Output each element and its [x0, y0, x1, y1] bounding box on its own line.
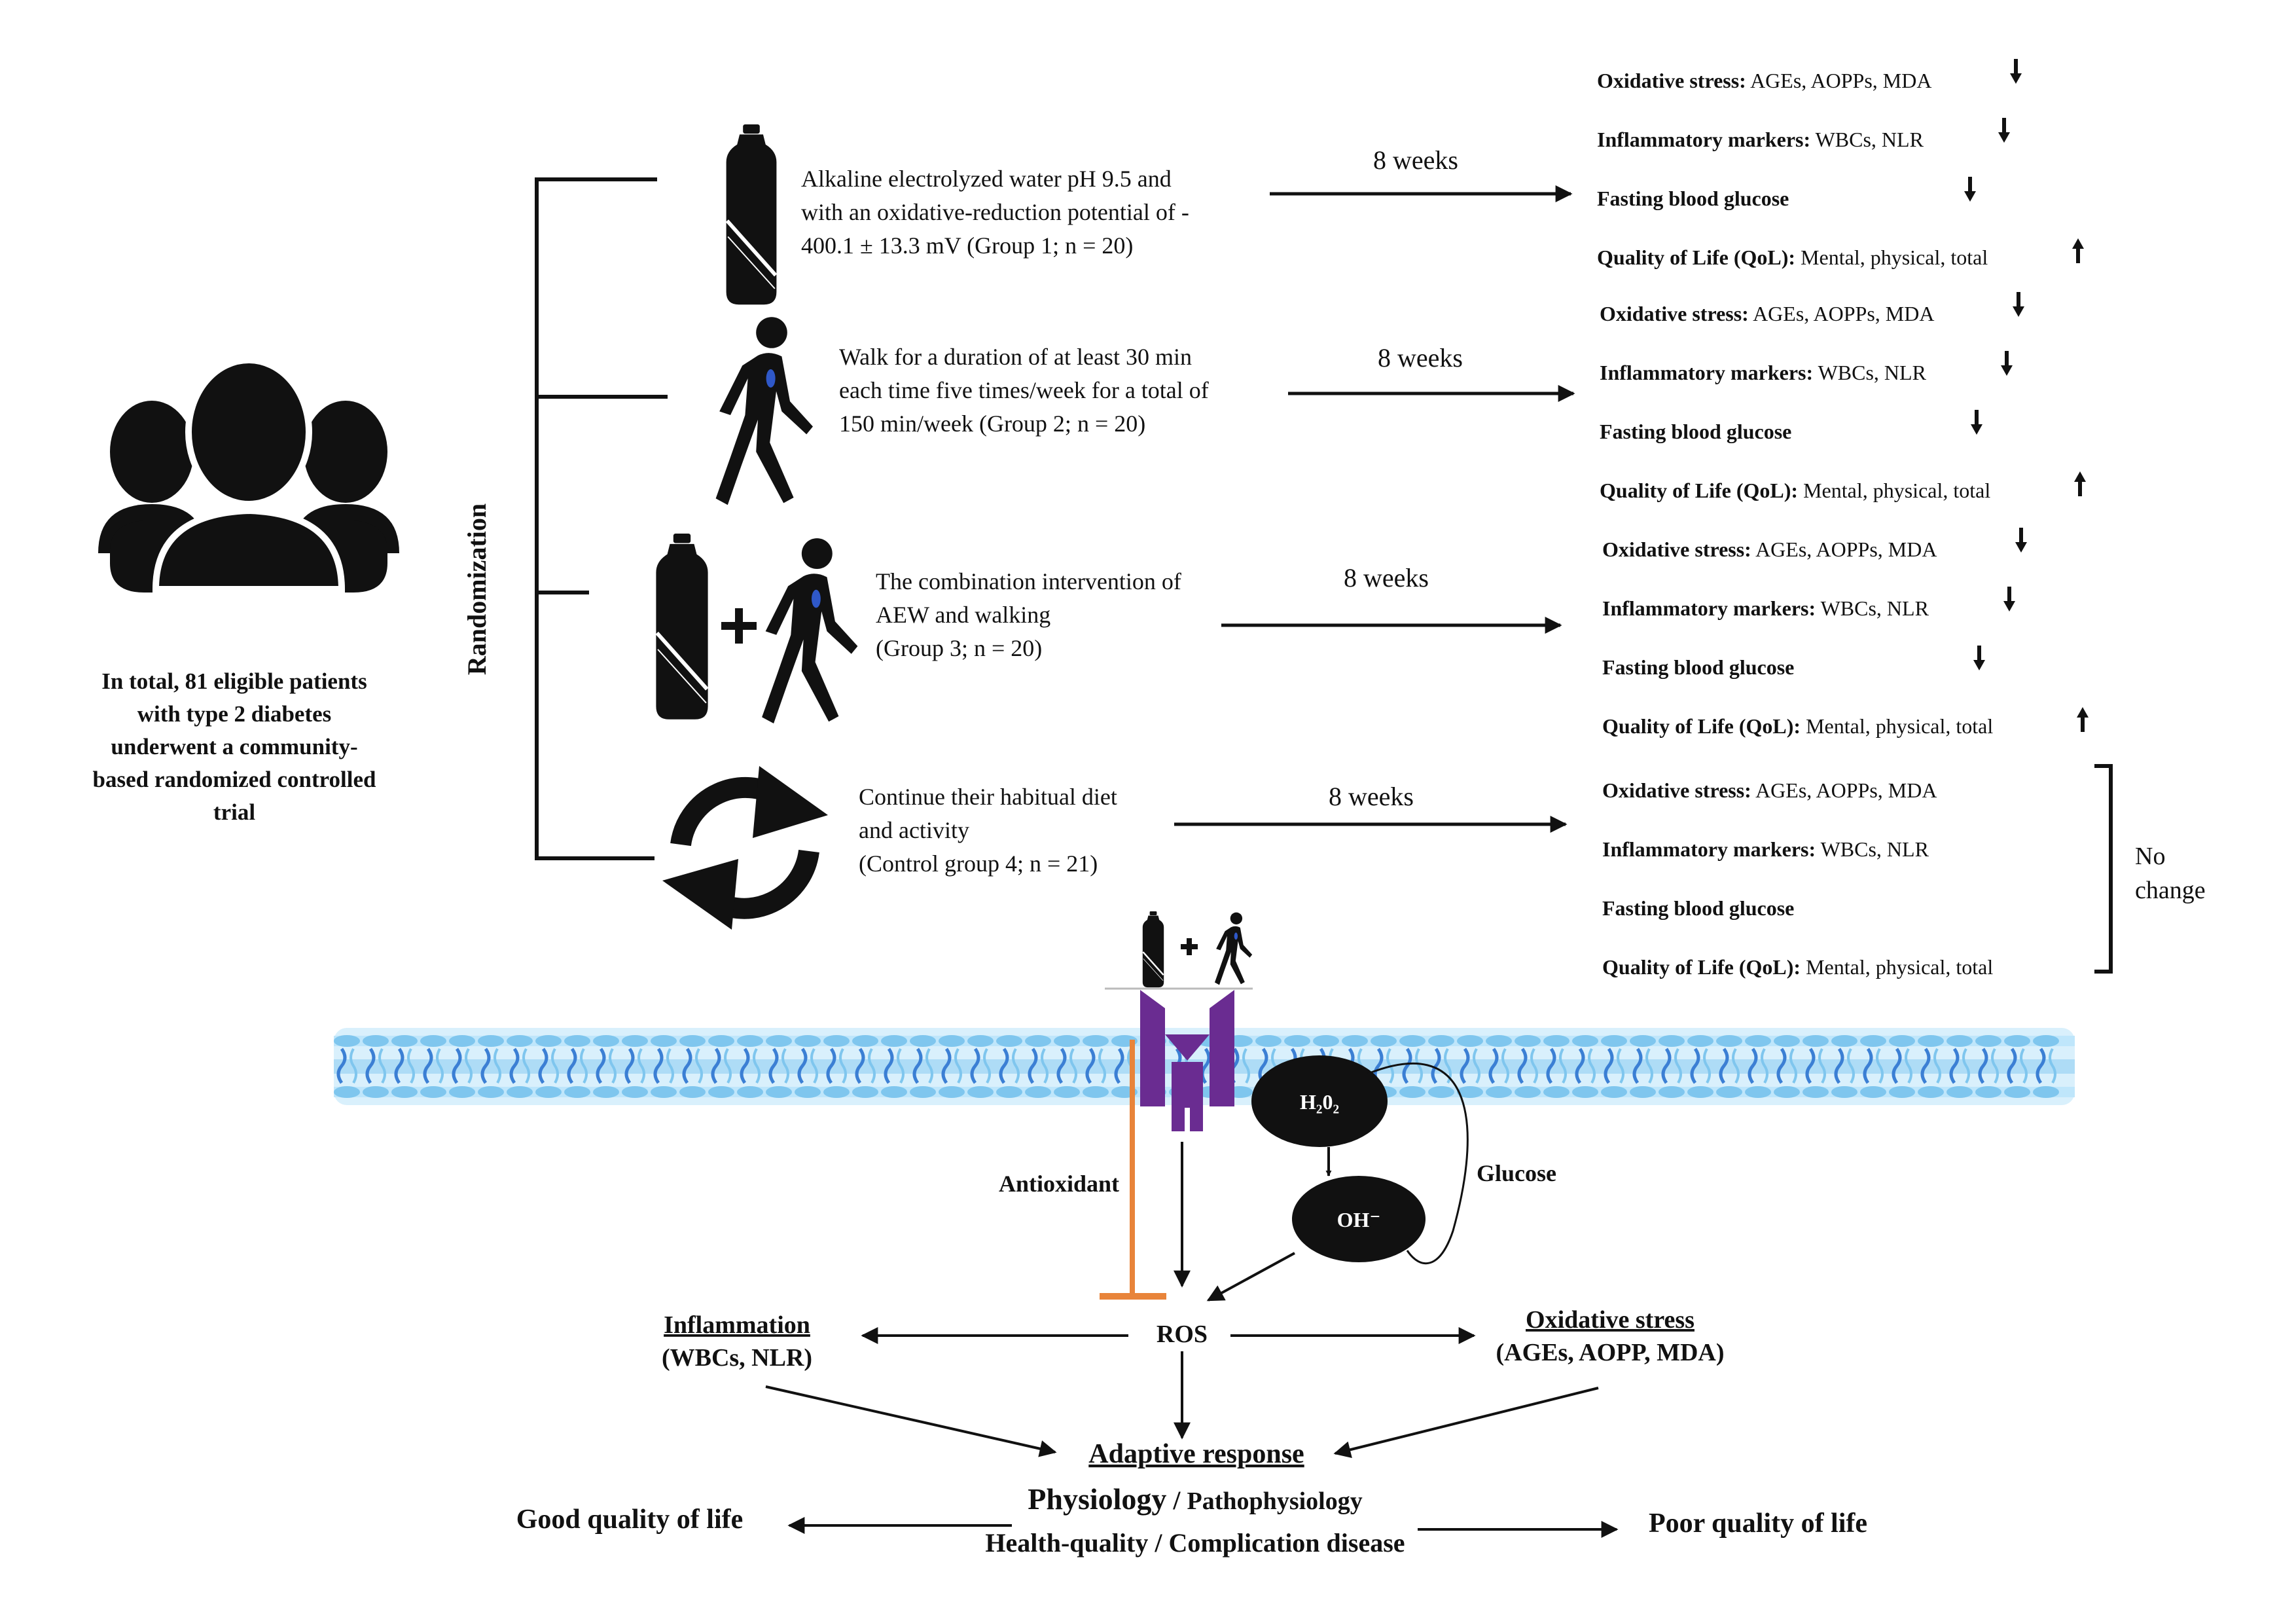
group-4-outcome-fasting-glucose: Fasting blood glucose [1602, 896, 1794, 920]
group-4-description: Continue their habitual diet and activit… [859, 784, 1117, 877]
oh-to-ros-arrow [1206, 1252, 1295, 1302]
group-3-outcome-fasting-glucose: Fasting blood glucose [1602, 655, 1794, 679]
svg-text:(Control group 4; n = 21): (Control group 4; n = 21) [859, 850, 1098, 877]
cycle-arrows-icon [662, 766, 828, 930]
decrease-arrow-icon [1973, 646, 1985, 670]
svg-text:400.1 ± 13.3 mV (Group 1; n =: 400.1 ± 13.3 mV (Group 1; n = 20) [801, 232, 1133, 259]
group-1-description: Alkaline electrolyzed water pH 9.5 and w… [801, 166, 1189, 259]
hydroxide-node [1292, 1176, 1426, 1262]
adaptive-response-label: Adaptive response [1088, 1439, 1304, 1469]
svg-text:AEW and walking: AEW and walking [876, 602, 1050, 628]
decrease-arrow-icon [2003, 587, 2015, 611]
population-line-5: trial [213, 799, 255, 825]
group-1-outcome-oxidative-stress: Oxidative stress: AGEs, AOPPs, MDA [1597, 69, 1931, 92]
inflammation-label: Inflammation [664, 1311, 810, 1339]
group-2-outcome-fasting-glucose: Fasting blood glucose [1600, 420, 1791, 443]
water-bottle-icon [726, 124, 777, 304]
svg-text:change: change [2135, 877, 2206, 904]
group-2-description: Walk for a duration of at least 30 min e… [839, 344, 1209, 437]
oxidative-to-adaptive-arrow [1333, 1387, 1599, 1458]
group-2-outcome-quality-of-life: Quality of Life (QoL): Mental, physical,… [1600, 479, 1990, 502]
inflammation-sub: (WBCs, NLR) [662, 1344, 812, 1372]
group-1-outcome-inflammatory-markers: Inflammatory markers: WBCs, NLR [1597, 128, 1924, 151]
decrease-arrow-icon [2015, 528, 2027, 553]
group-3-outcome-quality-of-life: Quality of Life (QoL): Mental, physical,… [1602, 714, 1993, 738]
svg-text:(Group 3; n = 20): (Group 3; n = 20) [876, 635, 1042, 661]
ros-label: ROS [1157, 1321, 1208, 1348]
poor-quality-of-life-label: Poor quality of life [1649, 1508, 1867, 1539]
antioxidant-inhibition: Antioxidant [999, 1040, 1166, 1300]
duration-arrow-group-1: 8 weeks [1270, 145, 1573, 202]
decrease-arrow-icon [2001, 351, 2013, 376]
group-4-outcome-oxidative-stress: Oxidative stress: AGEs, AOPPs, MDA [1602, 778, 1937, 802]
svg-text:Alkaline electrolyzed water pH: Alkaline electrolyzed water pH 9.5 and [801, 166, 1172, 192]
svg-text:The combination intervention o: The combination intervention of [876, 568, 1181, 594]
svg-text:No: No [2135, 843, 2165, 870]
outcomes-group-2: Oxidative stress: AGEs, AOPPs, MDA Inflam… [1600, 292, 2086, 502]
no-change-bracket: No change [2094, 764, 2206, 974]
population-line-3: underwent a community- [111, 734, 357, 759]
group-2-outcome-oxidative-stress: Oxidative stress: AGEs, AOPPs, MDA [1600, 302, 1934, 325]
svg-text:Antioxidant: Antioxidant [999, 1171, 1119, 1197]
patients-group-icon [98, 357, 399, 593]
svg-text:and activity: and activity [859, 817, 969, 843]
decrease-arrow-icon [1964, 177, 1976, 202]
outcomes-group-1: Oxidative stress: AGEs, AOPPs, MDA Inflam… [1597, 59, 2084, 269]
h2o2-label: H₂0₂ [1300, 1090, 1339, 1114]
group-4-outcome-quality-of-life: Quality of Life (QoL): Mental, physical,… [1602, 955, 1993, 979]
svg-text:8 weeks: 8 weeks [1378, 343, 1463, 373]
inflammation-to-adaptive-arrow [765, 1385, 1057, 1457]
svg-text:8 weeks: 8 weeks [1344, 563, 1429, 593]
group-3-description: The combination intervention of AEW and … [876, 568, 1181, 661]
group-3-outcome-oxidative-stress: Oxidative stress: AGEs, AOPPs, MDA [1602, 538, 1937, 561]
membrane-receptor [1140, 990, 1234, 1131]
decrease-arrow-icon [2013, 292, 2024, 317]
decrease-arrow-icon [1971, 410, 1982, 435]
svg-text:8 weeks: 8 weeks [1329, 782, 1414, 811]
decrease-arrow-icon [2010, 59, 2022, 84]
glucose-cycle-line [1367, 1062, 1469, 1265]
oxidative-stress-label: Oxidative stress [1526, 1306, 1695, 1334]
svg-text:Walk for a duration of at leas: Walk for a duration of at least 30 min [839, 344, 1192, 370]
randomization-label: Randomization [462, 503, 492, 675]
population-line-4: based randomized controlled [93, 767, 377, 792]
physiology-line: Physiology / Pathophysiology [1028, 1482, 1362, 1516]
group-3-outcome-inflammatory-markers: Inflammatory markers: WBCs, NLR [1602, 596, 1929, 620]
increase-arrow-icon [2077, 707, 2089, 732]
outcomes-group-4: Oxidative stress: AGEs, AOPPs, MDA Inflam… [1602, 778, 1993, 979]
h2o2-node [1251, 1055, 1388, 1147]
group-4-outcome-inflammatory-markers: Inflammatory markers: WBCs, NLR [1602, 837, 1929, 861]
duration-arrow-group-2: 8 weeks [1288, 343, 1575, 402]
intervention-small-icon [1105, 910, 1253, 990]
increase-arrow-icon [2074, 471, 2086, 496]
population-description: In total, 81 eligible patients with type… [93, 668, 377, 825]
glucose-label: Glucose [1477, 1160, 1556, 1186]
svg-text:Continue their habitual diet: Continue their habitual diet [859, 784, 1117, 810]
walking-person-icon [715, 317, 813, 505]
decrease-arrow-icon [1998, 118, 2010, 143]
increase-arrow-icon [2072, 238, 2084, 263]
duration-arrow-group-4: 8 weeks [1174, 782, 1568, 833]
good-quality-of-life-label: Good quality of life [516, 1504, 744, 1535]
outcomes-group-3: Oxidative stress: AGEs, AOPPs, MDA Inflam… [1602, 528, 2089, 738]
svg-text:with an oxidative-reduction po: with an oxidative-reduction potential of… [801, 199, 1189, 225]
group-1-outcome-fasting-glucose: Fasting blood glucose [1597, 187, 1789, 210]
oxidative-stress-sub: (AGEs, AOPP, MDA) [1496, 1339, 1724, 1366]
population-line-2: with type 2 diabetes [137, 701, 332, 727]
group-2-outcome-inflammatory-markers: Inflammatory markers: WBCs, NLR [1600, 361, 1927, 384]
group-1-outcome-quality-of-life: Quality of Life (QoL): Mental, physical,… [1597, 246, 1988, 269]
bottle-plus-walking-icon [656, 534, 858, 724]
duration-arrow-group-3: 8 weeks [1221, 563, 1562, 634]
svg-text:150 min/week (Group 2; n = 20): 150 min/week (Group 2; n = 20) [839, 410, 1145, 437]
hydroxide-label: OH⁻ [1337, 1208, 1381, 1231]
svg-text:8 weeks: 8 weeks [1373, 145, 1458, 175]
health-quality-line: Health-quality / Complication disease [985, 1528, 1405, 1558]
randomization-bracket [535, 177, 668, 860]
population-line-1: In total, 81 eligible patients [101, 668, 367, 694]
svg-text:each time five times/week for: each time five times/week for a total of [839, 377, 1209, 403]
